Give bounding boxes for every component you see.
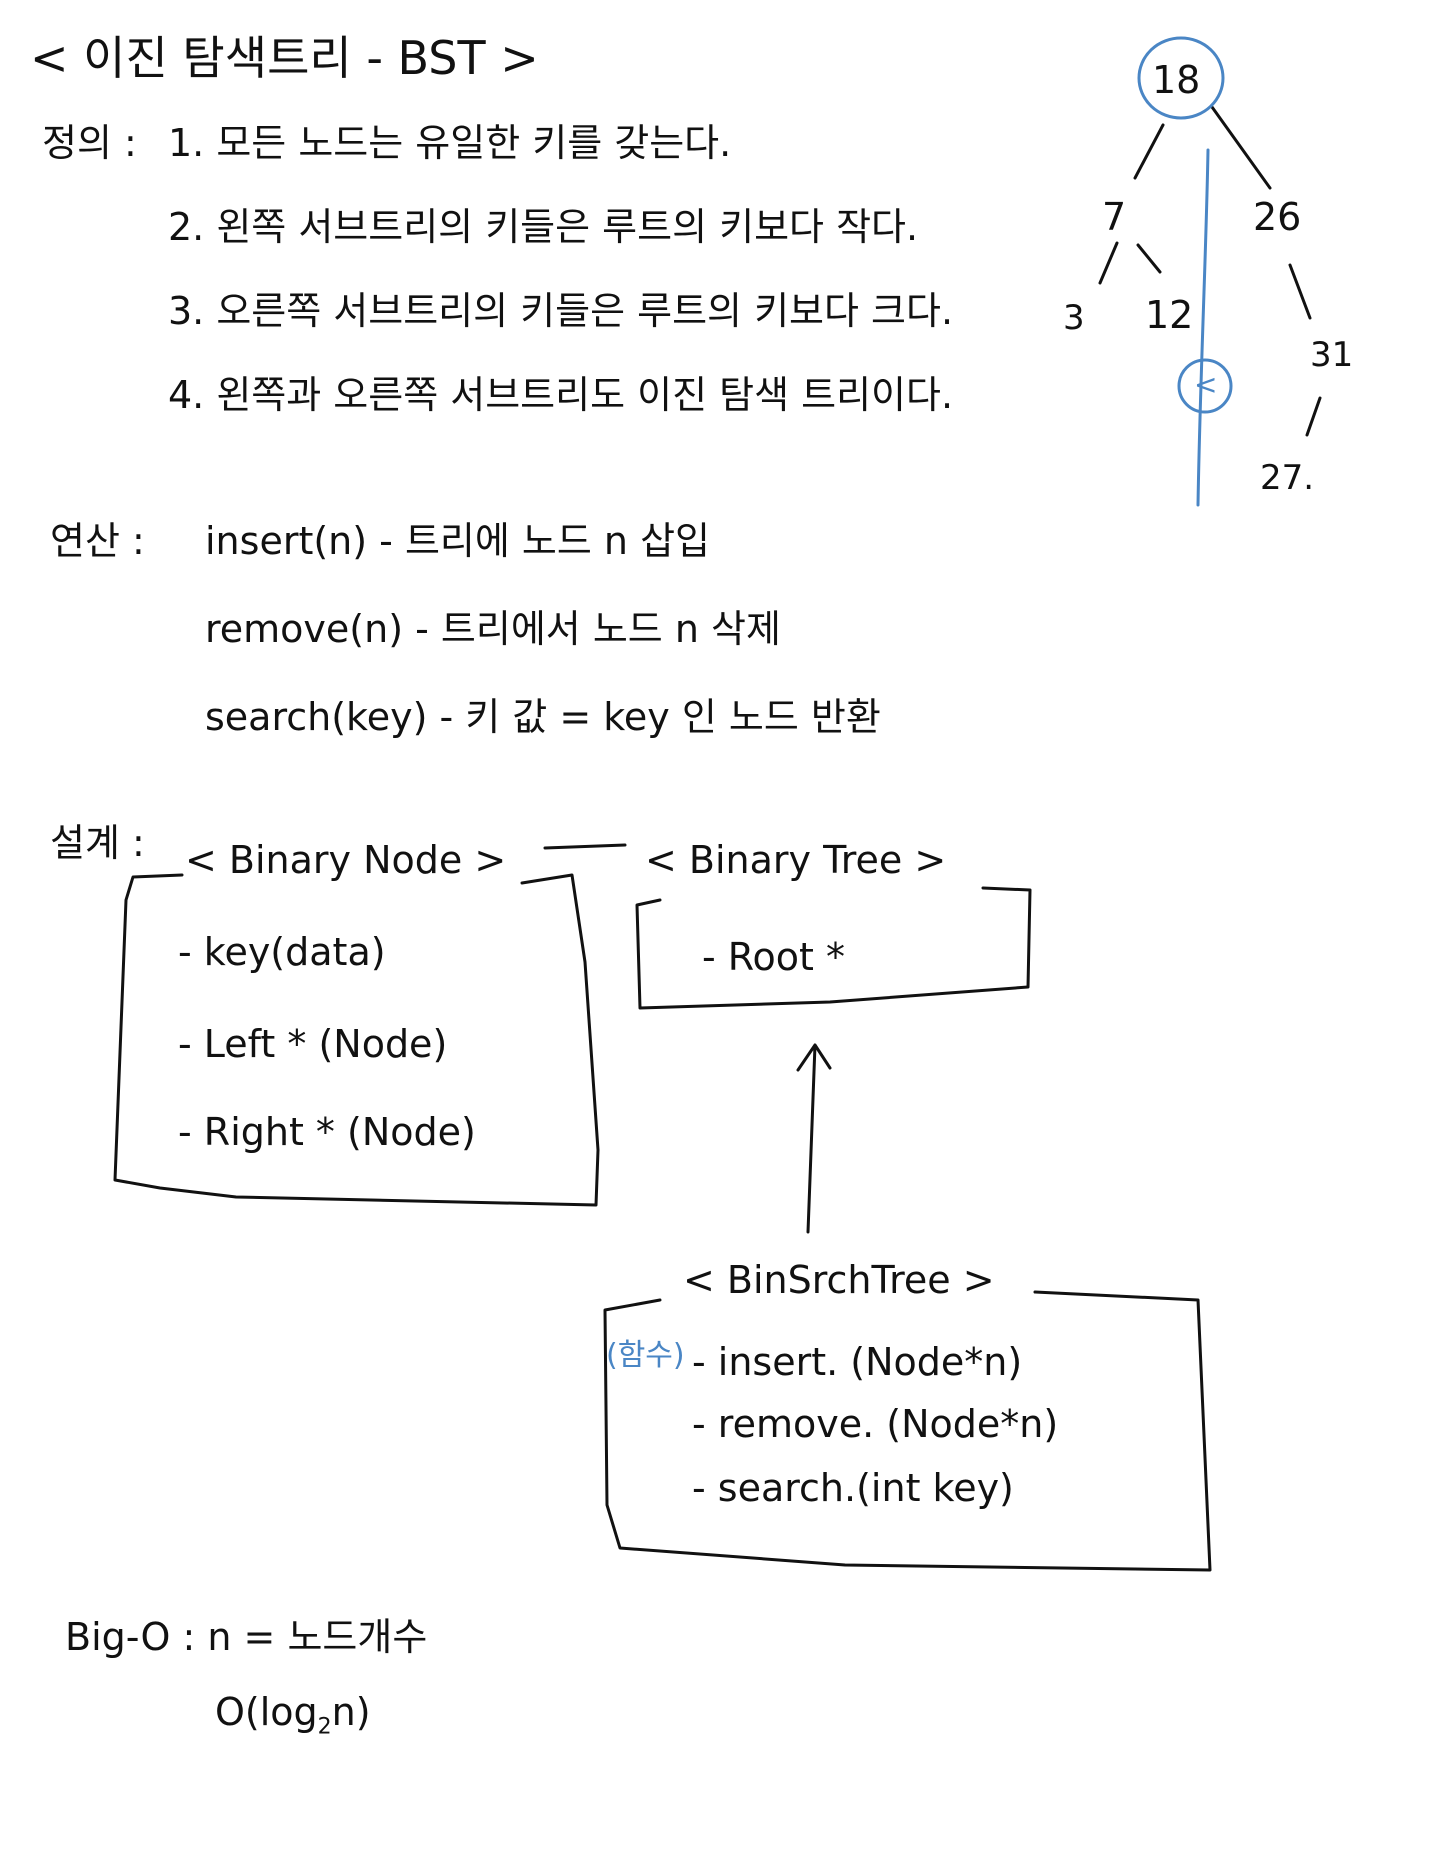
- tree-node-31: 31: [1310, 335, 1354, 375]
- bin-srch-tree-method-search: - search.(int key): [692, 1466, 1014, 1510]
- bigo-suffix: n): [331, 1690, 371, 1734]
- bigo-line-2: O(log2n): [215, 1690, 371, 1740]
- tree-node-12: 12: [1145, 293, 1194, 337]
- binary-node-field-left: - Left * (Node): [178, 1022, 448, 1066]
- definition-item-3: 3. 오른쪽 서브트리의 키들은 루트의 키보다 크다.: [168, 289, 954, 333]
- bin-srch-tree-method-remove: - remove. (Node*n): [692, 1402, 1059, 1446]
- operations-label: 연산 :: [50, 519, 145, 563]
- definition-item-2: 2. 왼쪽 서브트리의 키들은 루트의 키보다 작다.: [168, 205, 919, 249]
- page-title: < 이진 탐색트리 - BST >: [30, 31, 539, 85]
- tree-edge-31-27: [1305, 396, 1322, 437]
- bigo-line-1: Big-O : n = 노드개수: [65, 1615, 428, 1659]
- tree-edge-18-26: [1210, 105, 1272, 190]
- tree-marker: <: [1194, 368, 1218, 401]
- tree-node-7: 7: [1102, 195, 1127, 239]
- bin-srch-tree-title: < BinSrchTree >: [683, 1258, 995, 1302]
- inheritance-arrow: [796, 1043, 832, 1234]
- tree-edge-18-7: [1133, 123, 1165, 180]
- tree-edge-26-31: [1288, 263, 1312, 320]
- definition-label: 정의 :: [42, 121, 137, 165]
- tree-search-path-line: [1196, 148, 1210, 507]
- bigo-log-base: 2: [317, 1714, 332, 1740]
- binary-tree-field-root: - Root *: [702, 935, 845, 979]
- bin-srch-tree-note: (함수): [606, 1338, 685, 1373]
- binary-node-title: < Binary Node >: [185, 838, 507, 882]
- binary-tree-title: < Binary Tree >: [645, 838, 947, 882]
- binary-node-field-right: - Right * (Node): [178, 1110, 476, 1154]
- tree-edge-7-3: [1098, 241, 1119, 285]
- bin-srch-tree-method-insert: - insert. (Node*n): [692, 1340, 1023, 1384]
- operation-remove: remove(n) - 트리에서 노드 n 삭제: [205, 607, 781, 651]
- design-label: 설계 :: [50, 821, 145, 865]
- tree-node-26: 26: [1253, 195, 1302, 239]
- definition-item-1: 1. 모든 노드는 유일한 키를 갖는다.: [168, 121, 732, 165]
- operation-search: search(key) - 키 값 = key 인 노드 반환: [205, 695, 881, 739]
- tree-node-3: 3: [1063, 298, 1085, 338]
- tree-edge-7-12: [1136, 243, 1162, 274]
- node-tree-connector: [543, 843, 627, 850]
- definition-item-4: 4. 왼쪽과 오른쪽 서브트리도 이진 탐색 트리이다.: [168, 373, 954, 417]
- bigo-prefix: O(log: [215, 1690, 318, 1734]
- tree-node-18: 18: [1152, 58, 1201, 102]
- operation-insert: insert(n) - 트리에 노드 n 삽입: [205, 519, 710, 563]
- binary-node-field-key: - key(data): [178, 930, 386, 974]
- tree-node-27: 27.: [1260, 458, 1315, 498]
